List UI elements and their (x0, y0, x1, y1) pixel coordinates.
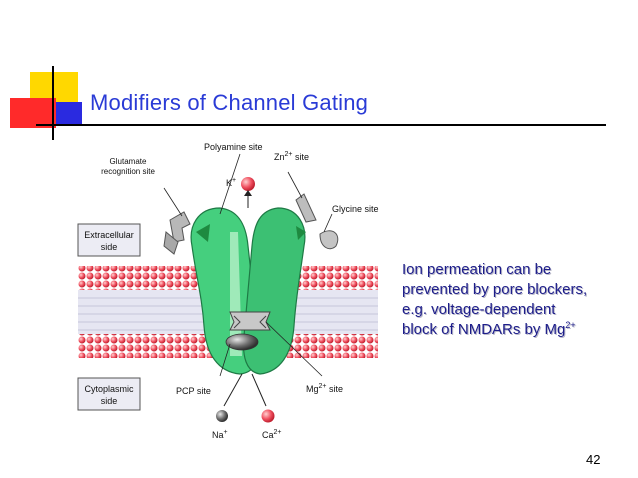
nmda-receptor-diagram: Polyamine site Glutamate recognition sit… (77, 142, 379, 440)
extracellular-side-box (77, 223, 141, 257)
cytoplasmic-side-box (77, 377, 141, 411)
k-ion-icon (241, 177, 255, 191)
decorative-red-square (10, 98, 56, 128)
body-line-3: e.g. voltage-dependent (402, 301, 556, 318)
extracellular-side-label: side (101, 242, 118, 252)
mg-site-label: Mg2+ site (306, 383, 343, 394)
ca-ion-icon (261, 409, 275, 423)
na-ion-icon (216, 410, 228, 422)
ca-ion-label: Ca2+ (262, 429, 282, 440)
leader-lines (163, 153, 333, 377)
body-line-4: block of NMDARs by Mg2+ (402, 320, 576, 339)
body-line-2: prevented by pore blockers, (402, 281, 588, 298)
na-ion-label: Na+ (212, 429, 228, 440)
page-number: 42 (586, 452, 601, 467)
ligand-shapes (163, 193, 339, 255)
decorative-blue-square (56, 102, 82, 124)
decorative-vertical-line (52, 66, 54, 140)
glutamate-recognition-label: recognition site (101, 167, 155, 176)
title-underline (36, 124, 606, 126)
glutamate-label: Glutamate (110, 157, 147, 166)
zn-site-label: Zn2+ site (274, 151, 309, 162)
cytoplasmic-side-label: side (101, 396, 118, 406)
body-text: Ion permeation can be prevented by pore … (402, 260, 587, 340)
pcp-site-label: PCP site (176, 386, 211, 396)
channel-protein (190, 207, 306, 375)
k-ion-label: K+ (226, 177, 236, 188)
slide-title: Modifiers of Channel Gating (90, 90, 369, 115)
glycine-site-label: Glycine site (332, 204, 379, 214)
polyamine-site-label: Polyamine site (204, 142, 263, 152)
body-line-1: Ion permeation can be (402, 261, 552, 278)
cytoplasmic-label: Cytoplasmic (84, 384, 134, 394)
extracellular-label: Extracellular (84, 230, 134, 240)
